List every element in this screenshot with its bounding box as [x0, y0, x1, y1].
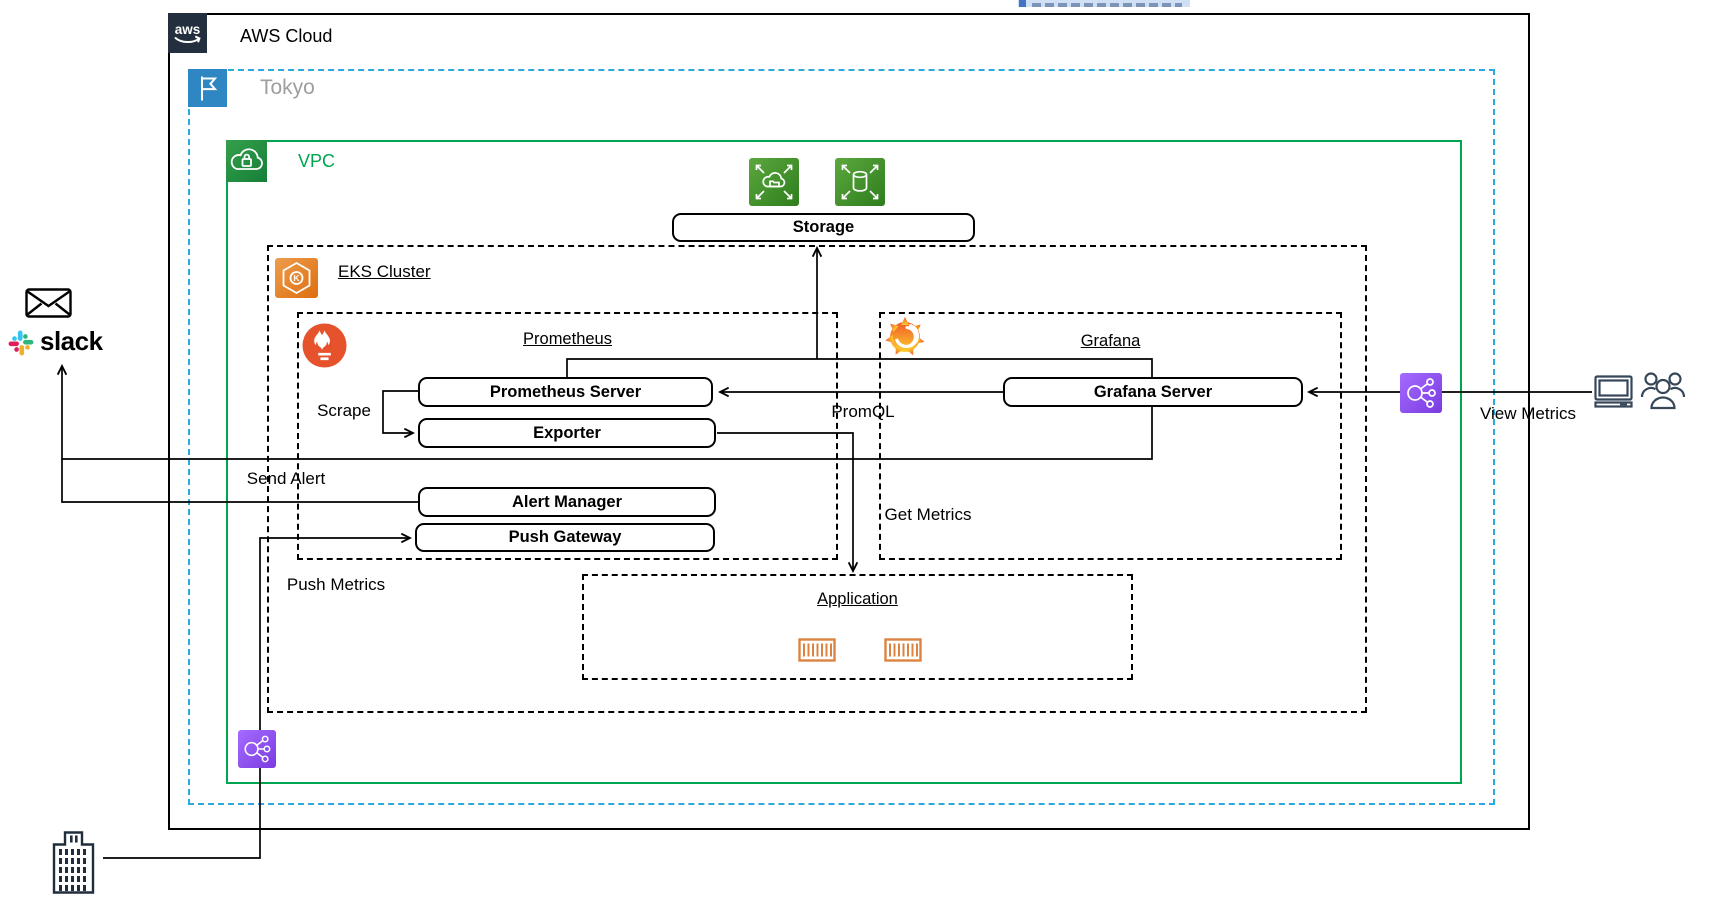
- scrape-edge-label: Scrape: [317, 401, 371, 420]
- grafana-icon: [882, 314, 928, 358]
- scalable-block-storage-icon: [835, 158, 885, 206]
- eks-cluster-label: EKS Cluster: [338, 262, 431, 281]
- container-icon: [884, 638, 922, 662]
- load-balancer-icon: [238, 730, 276, 768]
- mail-icon: [25, 288, 72, 318]
- prometheus-icon: [302, 323, 347, 368]
- user-group-icon: [1640, 370, 1686, 412]
- scalable-file-storage-icon: [749, 158, 799, 206]
- vpc-label: VPC: [298, 151, 336, 171]
- slack-label: slack: [40, 326, 103, 356]
- desktop-computer-icon: [1594, 375, 1634, 408]
- alert-manager-node: Alert Manager: [418, 487, 716, 517]
- region-label: Tokyo: [260, 76, 315, 99]
- screen-edge-artifact: [1018, 0, 1190, 7]
- vpc-cloud-icon: [226, 140, 267, 182]
- aws-cloud-label: AWS Cloud: [240, 26, 333, 46]
- slack-logo-icon: [7, 329, 35, 357]
- application-group-label: Application: [817, 590, 898, 608]
- push-metrics-edge-label: Push Metrics: [286, 575, 386, 594]
- push-gateway-node: Push Gateway: [415, 523, 715, 552]
- aws-logo-icon: aws: [168, 13, 207, 53]
- prometheus-group-label: Prometheus: [523, 330, 612, 348]
- region-flag-icon: [188, 69, 227, 107]
- grafana-group-label: Grafana: [1080, 332, 1141, 350]
- prometheus-server-node: Prometheus Server: [418, 377, 713, 407]
- artifact-square: [1019, 0, 1026, 7]
- artifact-text-fragment: [1032, 3, 1182, 7]
- office-building-icon: [52, 830, 95, 895]
- exporter-node: Exporter: [418, 418, 716, 448]
- storage-node: Storage: [672, 213, 975, 242]
- get-metrics-edge-label: Get Metrics: [884, 505, 972, 524]
- grafana-server-node: Grafana Server: [1003, 377, 1303, 407]
- load-balancer-icon: [1400, 373, 1442, 413]
- eks-icon: K: [275, 258, 318, 298]
- send-alert-edge-label: Send Alert: [246, 469, 326, 488]
- svg-text:aws: aws: [175, 22, 201, 37]
- application-group: [582, 574, 1133, 680]
- svg-text:K: K: [293, 273, 300, 283]
- promql-edge-label: PromQL: [831, 402, 895, 421]
- view-metrics-edge-label: View Metrics: [1479, 404, 1577, 423]
- container-icon: [798, 638, 836, 662]
